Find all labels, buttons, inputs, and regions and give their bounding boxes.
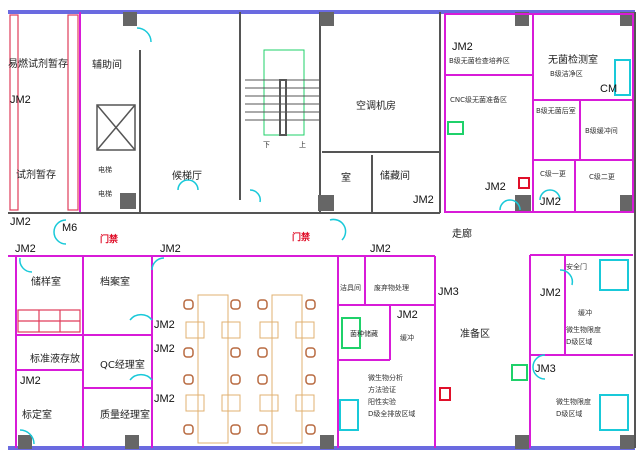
room-label-calibration: 标定室	[22, 408, 52, 421]
room-label-micro-analysis-1: 微生物分析	[368, 373, 403, 382]
room-label-b-sterile-back: B级无菌后室	[536, 106, 576, 115]
door-tag: CM	[600, 83, 617, 95]
staircase	[245, 49, 320, 136]
room-label-waste: 废弃物处理	[374, 283, 409, 292]
room-label-c-change-2: C级二更	[589, 172, 615, 181]
room-label-b-buffer: B级缓冲间	[585, 126, 618, 135]
door-tags: JM2 JM2 JM2 JM2 JM2 JM2 CM JM2 JM2 M6 JM…	[10, 41, 617, 405]
room-label-b-sterile-culture: B级无菌检查培养区	[449, 56, 510, 65]
access-control-label-1: 门禁	[100, 233, 118, 245]
door-tag: JM2	[154, 343, 175, 355]
door-tag: JM2	[20, 375, 41, 387]
door-tag: JM2	[540, 287, 561, 299]
room-label-buffer: 缓冲	[400, 333, 414, 342]
room-label-elevator-hall: 候梯厅	[172, 169, 202, 182]
room-label-micro-analysis-4: D级全排放区域	[368, 409, 415, 418]
storage-shelves	[9, 14, 81, 333]
door-tag: JM2	[413, 194, 434, 206]
door-tag: JM2	[154, 319, 175, 331]
door-tag: JM2	[154, 393, 175, 405]
office-desks	[185, 294, 315, 444]
office-chairs	[183, 299, 316, 435]
room-label-b-clean-zone: B级洁净区	[550, 69, 583, 78]
door-tag: JM2	[452, 41, 473, 53]
partitions	[8, 13, 634, 448]
door-tag: JM2	[540, 196, 561, 208]
room-label-auxiliary: 辅助间	[92, 58, 122, 71]
door-tag: JM2	[370, 243, 391, 255]
room-label-sample: 储样室	[31, 275, 61, 288]
room-label-micro-limit-1b: D级区域	[566, 337, 592, 346]
elevator	[96, 104, 136, 151]
room-label-hvac: 空调机房	[356, 99, 396, 112]
door-tag: JM2	[15, 243, 36, 255]
room-label-janitor: 洁具间	[340, 283, 361, 292]
door-tag: JM2	[10, 94, 31, 106]
structural-columns	[18, 12, 634, 449]
room-label-micro-limit-1a: 微生物限度	[566, 325, 601, 334]
corridor-label: 走廊	[452, 227, 472, 240]
door-tag: JM3	[535, 363, 556, 375]
door-tag: JM2	[485, 181, 506, 193]
room-label-c-change-1: C级一更	[540, 169, 566, 178]
room-label-micro-limit-2b: D级区域	[556, 409, 582, 418]
room-label-flammable-storage: 易燃试剂暂存	[8, 57, 68, 70]
access-control-label-2: 门禁	[292, 231, 310, 243]
room-label-buffer-room: 缓冲	[578, 308, 592, 317]
room-label-micro-analysis-2: 方法验证	[368, 385, 396, 394]
elevator-label-a: 电梯	[98, 165, 112, 174]
door-tag: JM2	[10, 216, 31, 228]
room-label-strain-storage: 菌种储藏	[350, 329, 378, 338]
room-label-standard-solution: 标准液存放	[30, 352, 80, 365]
room-label-quality-manager: 质量经理室	[100, 408, 150, 421]
exterior-walls	[8, 10, 636, 450]
door-tag: JM2	[397, 309, 418, 321]
door-tag: JM3	[438, 286, 459, 298]
room-label-micro-limit-2a: 微生物限度	[556, 397, 591, 406]
elevator-label-b: 电梯	[98, 189, 112, 198]
room-label-sterile-test: 无菌检测室	[548, 53, 598, 66]
room-label-reagent-storage: 试剂暂存	[16, 168, 56, 181]
safety-door-label: 安全门	[566, 262, 587, 271]
door-tag: JM2	[160, 243, 181, 255]
room-label-cnc-prep: CNC级无菌准备区	[450, 95, 507, 104]
room-label-archive: 档案室	[100, 275, 130, 288]
stair-down-label: 下	[263, 141, 270, 149]
room-label-storage: 储藏间	[380, 169, 410, 182]
door-swings	[19, 27, 574, 445]
room-label-prep-area: 准备区	[460, 327, 490, 340]
room-label-qc-manager: QC经理室	[100, 358, 145, 371]
room-label-micro-analysis-3: 阳性实验	[368, 397, 396, 406]
door-tag: M6	[62, 222, 77, 234]
room-label-small: 室	[341, 171, 351, 184]
lab-equipment	[339, 59, 631, 431]
stair-up-label: 上	[299, 140, 306, 149]
